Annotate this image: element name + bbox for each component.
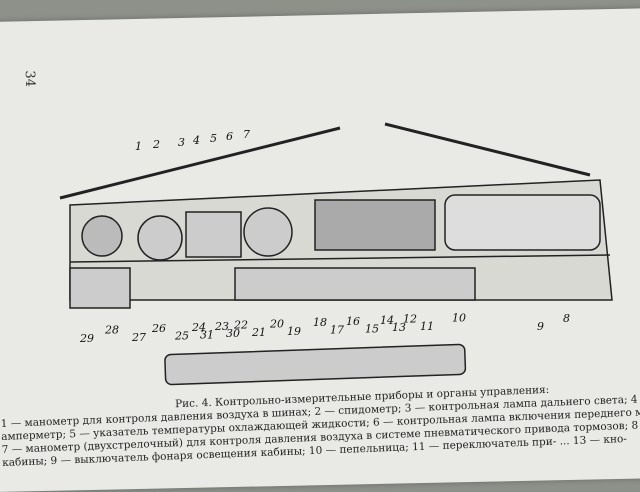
callout-label: 25: [174, 330, 189, 343]
callout-label: 2: [152, 138, 160, 151]
callout-label: 14: [380, 314, 394, 327]
callout-label: 18: [313, 316, 327, 329]
callout-label: 22: [233, 319, 248, 332]
callout-label: 3: [178, 136, 185, 149]
callout-label: 11: [420, 320, 434, 333]
callout-label: 24: [191, 321, 206, 334]
callout-label: 10: [452, 311, 466, 324]
callout-label: 27: [131, 331, 146, 344]
callout-label: 12: [403, 313, 417, 326]
callout-label: 1: [135, 140, 142, 153]
callout-label: 30: [226, 327, 240, 340]
callout-label: 7: [243, 128, 250, 141]
callout-label: 15: [365, 322, 379, 335]
callout-label: 17: [330, 324, 344, 337]
callout-label: 5: [210, 132, 217, 145]
callout-label: 16: [346, 315, 360, 328]
callout-label: 23: [214, 320, 229, 333]
callout-label: 19: [287, 325, 301, 338]
callout-label: 21: [251, 326, 266, 339]
callout-label: 9: [537, 320, 544, 333]
callout-label: 31: [200, 328, 214, 341]
callout-label: 6: [226, 130, 233, 143]
callout-label: 20: [269, 317, 284, 330]
callout-label: 4: [192, 134, 200, 147]
callout-label: 8: [563, 312, 570, 325]
callout-label: 29: [79, 332, 94, 345]
callout-label: 13: [392, 321, 406, 334]
callout-label: 28: [104, 323, 119, 336]
callout-label: 26: [151, 322, 166, 335]
